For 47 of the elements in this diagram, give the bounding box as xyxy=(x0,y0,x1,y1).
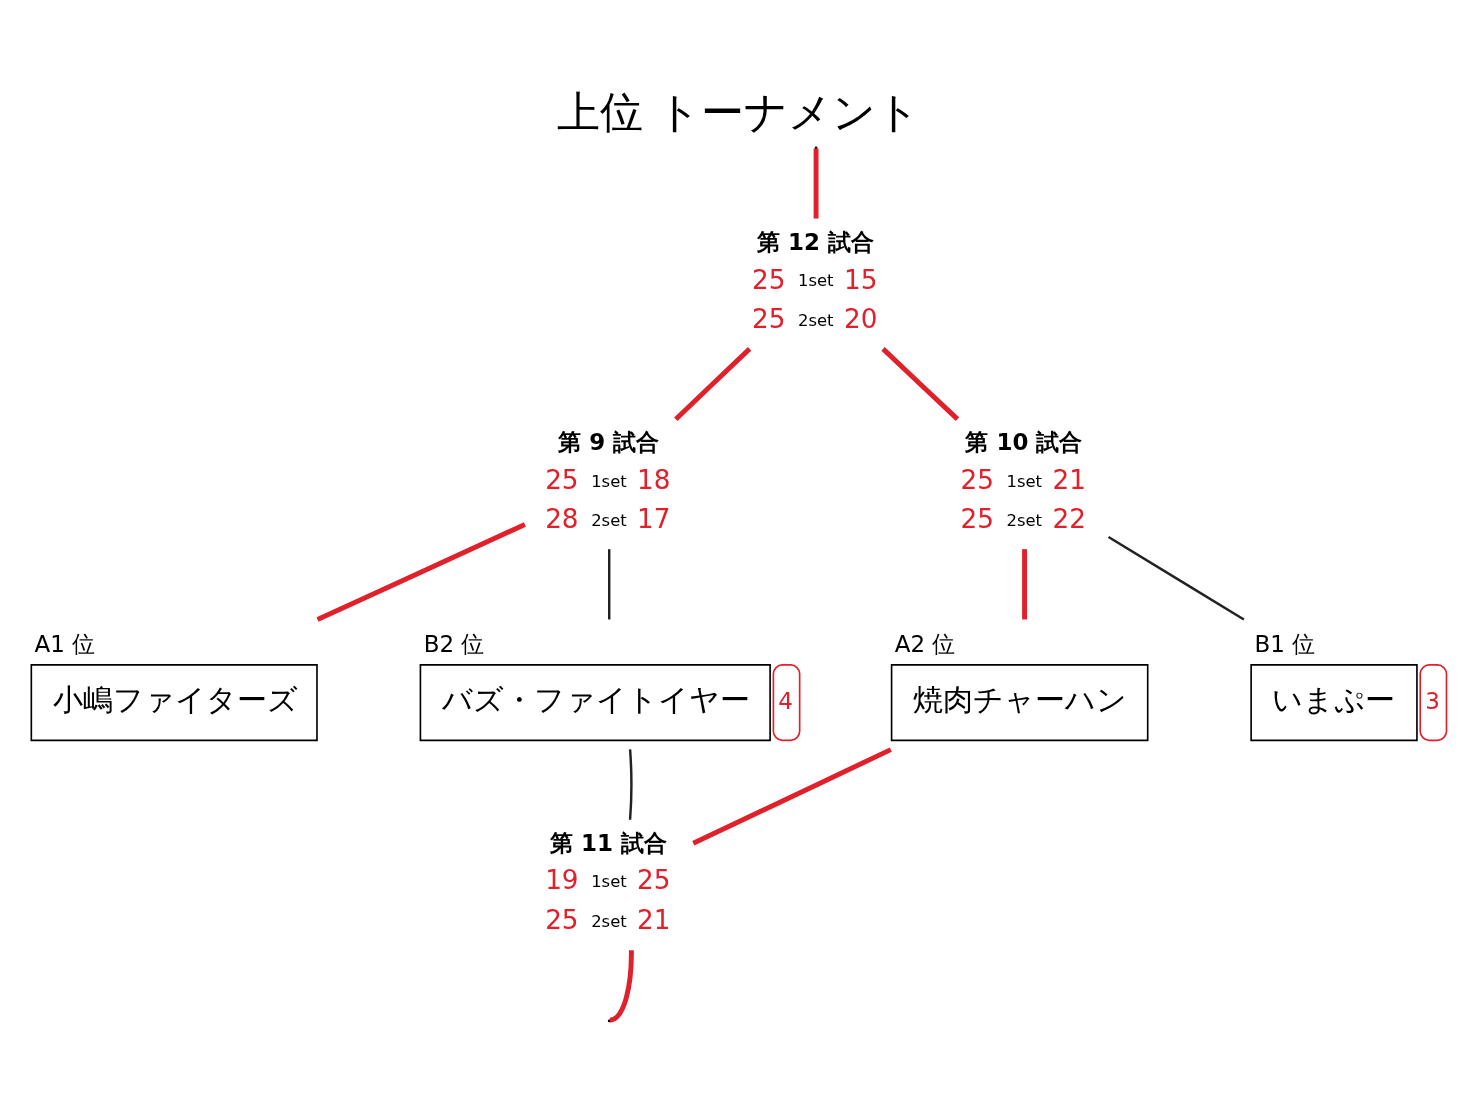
connector xyxy=(609,950,634,1023)
node-label: 20 xyxy=(843,303,878,334)
node-label: 25 xyxy=(960,464,994,495)
node-label: 25 xyxy=(960,504,994,535)
connector xyxy=(316,522,526,622)
node-label: 22 xyxy=(1052,504,1086,535)
connector xyxy=(628,749,633,820)
connector xyxy=(1107,535,1245,621)
node-label: 15 xyxy=(843,264,878,295)
node-label: 28 xyxy=(545,504,579,535)
node-label: 25 xyxy=(545,904,579,935)
node-label: 2set xyxy=(591,511,627,531)
node-label: 25 xyxy=(545,464,579,495)
node-label: B2 位 xyxy=(423,631,485,658)
node-label: A1 位 xyxy=(34,631,96,658)
connector xyxy=(692,747,892,846)
connector xyxy=(608,549,611,620)
node-label: 1set xyxy=(591,471,627,491)
node-label: 4 xyxy=(778,687,793,714)
node-box: 焼肉チャーハン xyxy=(890,664,1149,742)
diagram-title: 上位 トーナメント xyxy=(557,87,920,138)
node-label: 3 xyxy=(1425,687,1440,714)
node-label: B1 位 xyxy=(1254,631,1316,658)
node-text: 第 11 試合 xyxy=(550,829,668,856)
node-label: 25 xyxy=(752,264,786,295)
connector xyxy=(1022,549,1028,620)
node-label: 21 xyxy=(1052,464,1086,495)
node-box: 小嶋ファイターズ xyxy=(30,664,318,742)
node-label: 2set xyxy=(798,310,834,330)
node-label: 21 xyxy=(637,904,671,935)
node-label: 1set xyxy=(1006,471,1043,491)
node-text: 第 9 試合 xyxy=(558,429,660,456)
node-label: 1set xyxy=(798,271,834,291)
node-label: 2set xyxy=(591,911,627,931)
node-label: A2 位 xyxy=(894,631,956,658)
connector xyxy=(813,148,819,219)
connector xyxy=(674,347,752,421)
node-label: 1set xyxy=(591,872,627,892)
node-label: 2set xyxy=(1006,511,1043,531)
node-text: 第 10 試合 xyxy=(965,429,1083,456)
node-label: 19 xyxy=(545,865,579,896)
node-label: 18 xyxy=(637,464,671,495)
node-label: 25 xyxy=(752,303,786,334)
connector xyxy=(881,347,960,421)
node-label: 25 xyxy=(637,865,671,896)
node-label: 17 xyxy=(637,504,671,535)
node-text: 第 12 試合 xyxy=(756,228,874,255)
